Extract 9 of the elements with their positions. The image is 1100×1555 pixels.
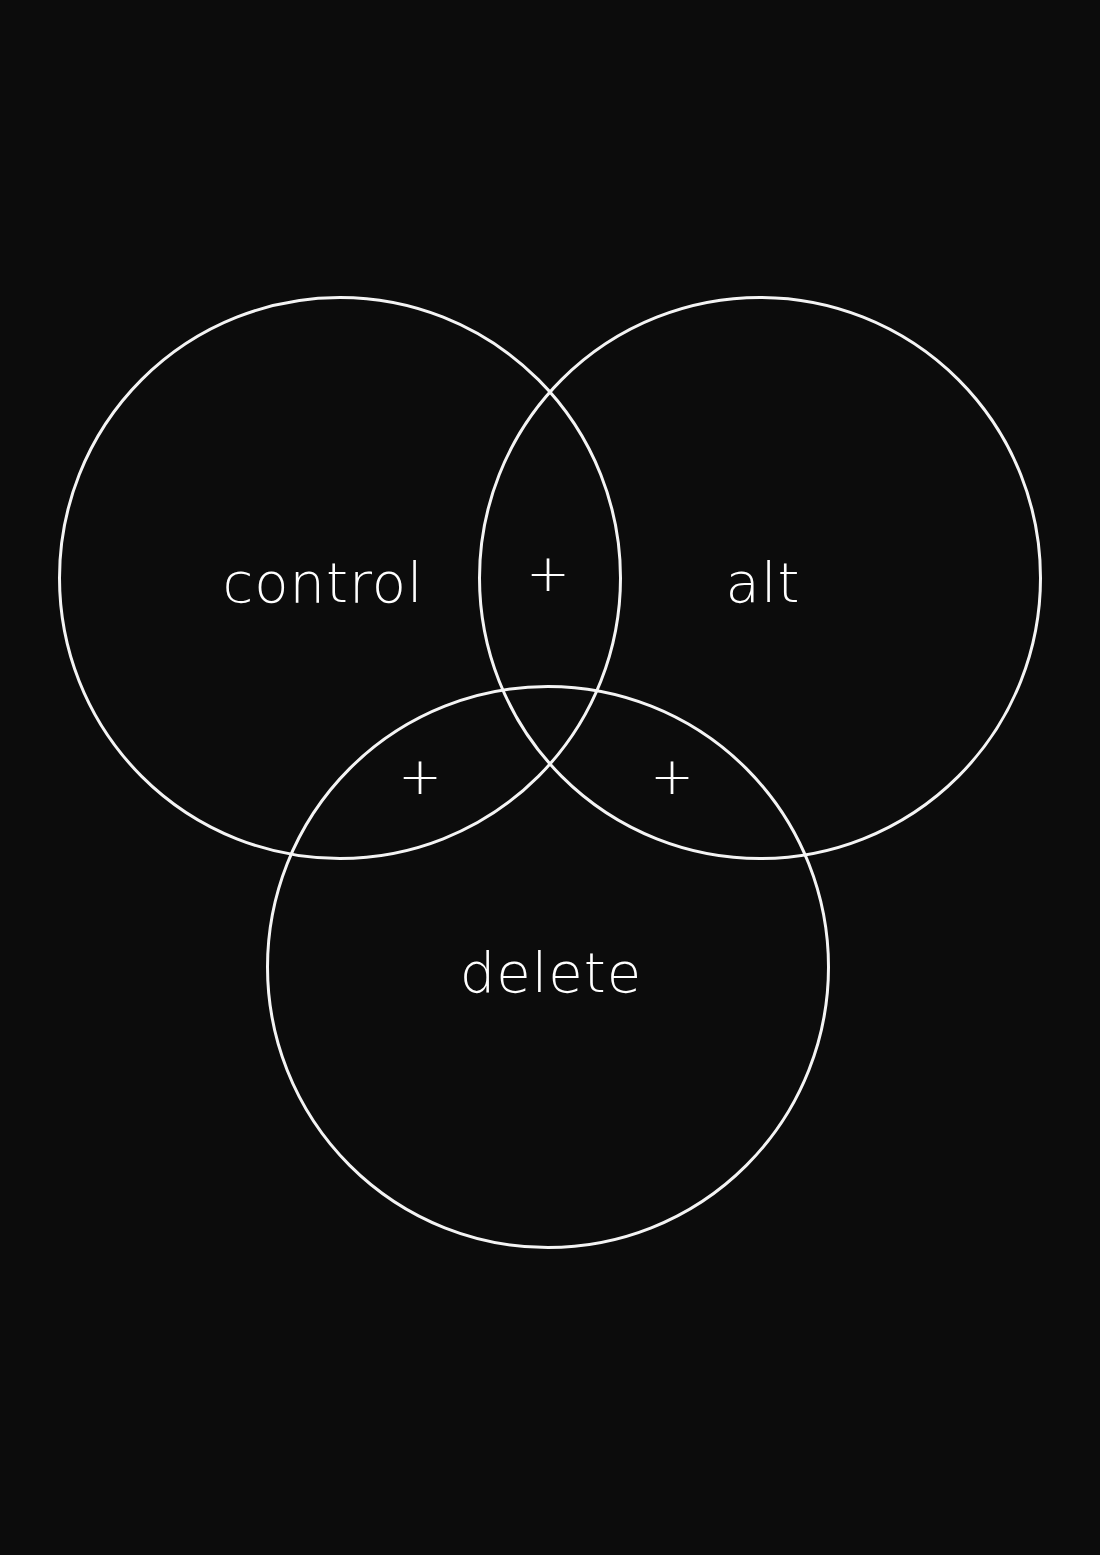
plus-sign: + (398, 750, 442, 802)
circle-label: control (222, 555, 424, 611)
plus-sign: + (526, 547, 570, 599)
circle-label: alt (725, 555, 801, 611)
plus-sign: + (650, 750, 694, 802)
venn-circle (478, 296, 1042, 860)
circle-label: delete (459, 945, 643, 1001)
venn-circle (266, 685, 830, 1249)
venn-circle (58, 296, 622, 860)
